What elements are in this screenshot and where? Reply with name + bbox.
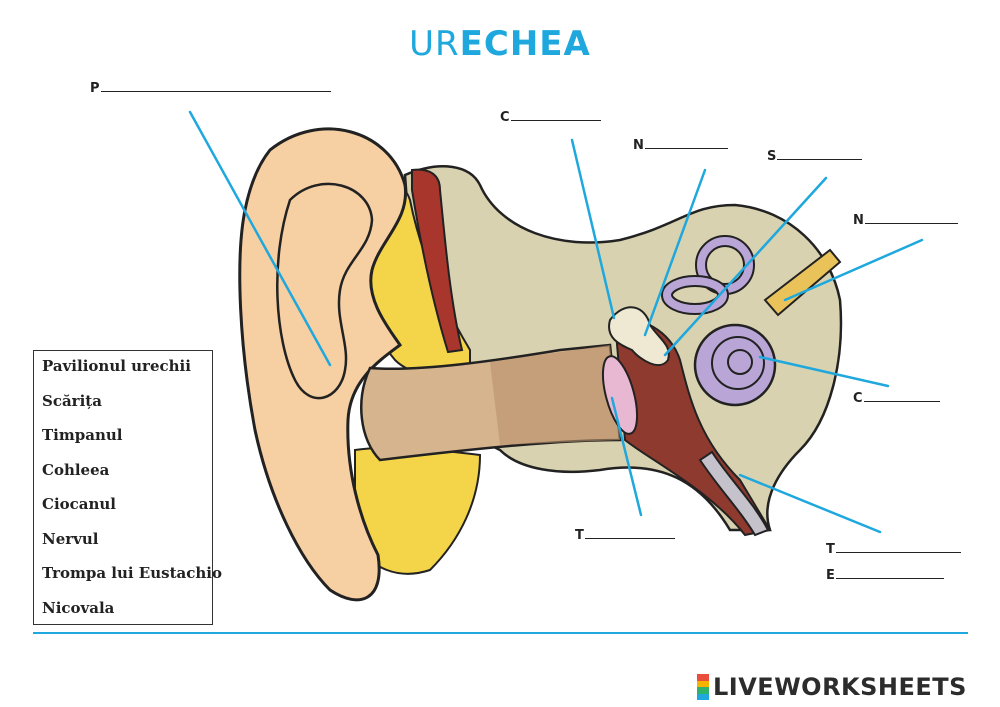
blank-s: S	[767, 148, 863, 164]
pointer-s	[663, 176, 828, 357]
auditory-nerve	[763, 248, 842, 317]
title-part1: UR	[409, 24, 460, 64]
muscle-band	[411, 168, 464, 354]
ossicles	[608, 306, 670, 366]
blank-t-left-letter: T	[575, 528, 584, 543]
pointer-c-top	[570, 138, 616, 320]
blank-s-line[interactable]	[777, 148, 863, 160]
blank-e: E	[826, 567, 944, 583]
word-bank-item[interactable]: Cohleea	[42, 460, 110, 479]
word-bank-item[interactable]: Ciocanul	[42, 495, 117, 513]
title-part2: ECHEA	[459, 24, 591, 64]
blank-t-left: T	[575, 527, 675, 543]
word-bank-item[interactable]: Pavilionul urechii	[42, 357, 191, 375]
eardrum	[601, 355, 639, 435]
canal-shade	[490, 345, 620, 445]
pointer-t-left	[610, 396, 643, 517]
word-bank-item[interactable]: Scărița	[42, 391, 102, 410]
blank-c-right-letter: C	[853, 391, 863, 406]
blank-p-letter: P	[90, 81, 100, 96]
cochlea-inner	[711, 336, 765, 390]
brand-logo: LIVEWORKSHEETS	[697, 672, 967, 702]
pointer-p	[188, 110, 332, 367]
blank-p: P	[90, 80, 331, 96]
word-bank-item[interactable]: Trompa lui Eustachio	[42, 564, 222, 582]
blank-c-top: C	[500, 109, 601, 125]
word-bank: Pavilionul urechii Scărița Timpanul Cohl…	[33, 350, 222, 625]
cochlea	[693, 323, 777, 407]
word-bank-item[interactable]: Timpanul	[42, 426, 123, 444]
blank-n-right-line[interactable]	[864, 212, 958, 224]
blank-n-right: N	[853, 212, 958, 228]
word-bank-item[interactable]: Nicovala	[42, 598, 115, 617]
blank-n-top-line[interactable]	[644, 137, 728, 149]
blank-n-top: N	[633, 137, 728, 153]
eustachian-tube	[698, 450, 770, 537]
blank-c-right: C	[853, 390, 940, 406]
blank-n-top-letter: N	[633, 138, 644, 153]
cochlea-core	[727, 349, 753, 375]
page-title: URECHEA	[0, 24, 1000, 64]
pointer-lines	[188, 110, 924, 534]
blank-t-right: T	[826, 541, 961, 557]
blank-s-letter: S	[767, 149, 777, 164]
pointer-c-right	[758, 355, 890, 388]
pointer-n-top	[643, 168, 707, 337]
pointer-n-right	[783, 238, 924, 302]
blank-n-right-letter: N	[853, 213, 864, 228]
blank-t-right-letter: T	[826, 542, 835, 557]
word-bank-item[interactable]: Nervul	[42, 529, 99, 548]
blank-t-right-line[interactable]	[835, 541, 961, 553]
pointer-t-right	[738, 473, 882, 534]
blank-e-line[interactable]	[835, 567, 944, 579]
semicircular-canal-2-fill	[663, 277, 727, 313]
brand-name: LIVEWORKSHEETS	[713, 673, 967, 701]
blank-c-top-line[interactable]	[510, 109, 601, 121]
blank-e-letter: E	[826, 568, 835, 583]
brand-icon	[697, 674, 709, 700]
blank-c-top-letter: C	[500, 110, 510, 125]
blank-t-left-line[interactable]	[584, 527, 675, 539]
footer-divider	[33, 632, 968, 634]
blank-c-right-line[interactable]	[863, 390, 940, 402]
blank-p-line[interactable]	[100, 80, 331, 92]
auricle-fold	[276, 182, 374, 400]
